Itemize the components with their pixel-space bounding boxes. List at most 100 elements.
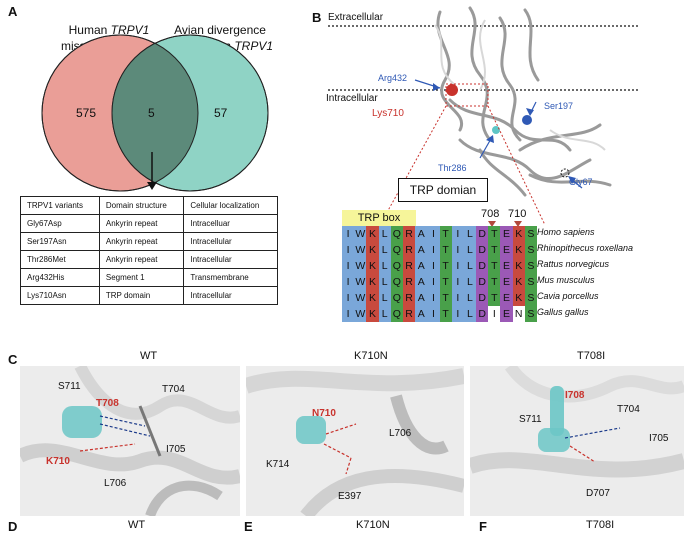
alignment-residue: S bbox=[524, 290, 537, 306]
venn-overlap bbox=[112, 35, 198, 191]
alignment-residue: D bbox=[476, 242, 489, 258]
alignment-residue: T bbox=[439, 306, 452, 322]
alignment-residue: R bbox=[402, 242, 416, 258]
alignment-residue: I bbox=[451, 258, 464, 274]
alignment-residue: I bbox=[427, 274, 440, 290]
table-header: Cellular localization bbox=[183, 196, 278, 215]
species-label: Gallus gallus bbox=[537, 307, 589, 317]
alignment-residue: L bbox=[463, 258, 477, 274]
alignment-residue: I bbox=[427, 306, 440, 322]
alignment-residue: L bbox=[378, 290, 391, 306]
panel-b-letter: B bbox=[312, 10, 322, 25]
panel-f-title: T708I bbox=[586, 519, 615, 531]
panel-d-title: WT bbox=[128, 519, 146, 531]
species-label: Rattus norvegicus bbox=[537, 259, 610, 269]
alignment-residue: L bbox=[378, 242, 391, 258]
table-cell: Intracellular bbox=[183, 250, 278, 269]
zoom-line-left bbox=[379, 105, 447, 226]
alignment-residue: Q bbox=[390, 306, 403, 322]
table-cell: Segment 1 bbox=[98, 268, 184, 287]
trpv1-structure-figure bbox=[328, 6, 640, 226]
wt-label-t708: T708 bbox=[96, 398, 119, 409]
trp-box-label: TRP box bbox=[342, 210, 416, 226]
ser197-label: Ser197 bbox=[544, 101, 574, 111]
lys710-label: Lys710 bbox=[372, 108, 404, 119]
panel-e-title: K710N bbox=[356, 519, 390, 531]
variants-table: TRPV1 variants Domain structure Cellular… bbox=[20, 196, 278, 305]
table-cell: Ser197Asn bbox=[20, 232, 100, 251]
table-cell: Intracellular bbox=[183, 232, 278, 251]
species-label: Mus musculus bbox=[537, 275, 595, 285]
k710n-label-e397: E397 bbox=[338, 491, 362, 502]
alignment-residue: K bbox=[366, 274, 379, 290]
alignment-residue: I bbox=[427, 242, 440, 258]
alignment-residue: I bbox=[451, 274, 464, 290]
ser197-sphere bbox=[522, 115, 532, 125]
alignment-residue: L bbox=[463, 290, 477, 306]
table-cell: Ankyrin repeat bbox=[98, 232, 184, 251]
t708i-label-t704: T704 bbox=[617, 404, 640, 415]
venn-arrow-head bbox=[147, 182, 157, 190]
t708i-structure-title: T708I bbox=[577, 350, 606, 362]
alignment-residue: I bbox=[427, 226, 440, 242]
table-row: Lys710Asn TRP domain Intracellular bbox=[20, 286, 278, 305]
alignment-residue: I bbox=[451, 226, 464, 242]
wt-label-t704: T704 bbox=[162, 384, 185, 395]
alignment-residue: T bbox=[439, 242, 452, 258]
alignment-residue: R bbox=[402, 274, 416, 290]
extracellular-label: Extracellular bbox=[328, 12, 384, 23]
alignment-residue: T bbox=[439, 290, 452, 306]
table-row: Thr286Met Ankyrin repeat Intracellular bbox=[20, 250, 278, 269]
alignment-residue: S bbox=[524, 226, 537, 242]
alignment-residue: T bbox=[439, 226, 452, 242]
venn-right-count: 57 bbox=[214, 106, 228, 120]
position-708-label: 708 bbox=[481, 208, 500, 220]
wt-structure-title: WT bbox=[140, 350, 158, 362]
alignment-residue: Q bbox=[390, 274, 403, 290]
table-cell: Lys710Asn bbox=[20, 286, 100, 305]
alignment-residue: I bbox=[342, 226, 355, 242]
table-header: TRPV1 variants bbox=[27, 201, 84, 210]
table-header: Domain structure bbox=[98, 196, 184, 215]
alignment-residue: W bbox=[354, 258, 367, 274]
table-cell: Gly67Asp bbox=[20, 214, 100, 233]
zoom-line-right bbox=[487, 105, 546, 226]
table-row: Ser197Asn Ankyrin repeat Intracellular bbox=[20, 232, 278, 251]
alignment-residue: I bbox=[342, 306, 355, 322]
thr286-label: Thr286 bbox=[438, 163, 467, 173]
thr286-sphere bbox=[492, 126, 500, 134]
alignment-residue: A bbox=[415, 306, 428, 322]
alignment-residue: T bbox=[488, 258, 501, 274]
alignment-residue: R bbox=[402, 226, 416, 242]
gly67-label: Gly67 bbox=[569, 177, 593, 187]
panel-a-letter: A bbox=[8, 4, 18, 19]
alignment-residue: L bbox=[463, 306, 477, 322]
k710n-label-l706: L706 bbox=[389, 428, 412, 439]
alignment-residue: T bbox=[439, 274, 452, 290]
table-cell: Thr286Met bbox=[20, 250, 100, 269]
panel-c-letter: C bbox=[8, 352, 18, 367]
alignment-residue: W bbox=[354, 226, 367, 242]
alignment-residue: E bbox=[500, 274, 513, 290]
table-cell: Arg432His bbox=[20, 268, 100, 287]
alignment-residue: I bbox=[342, 258, 355, 274]
trp-domain-box: TRP domian bbox=[398, 178, 488, 202]
panel-e-letter: E bbox=[244, 519, 253, 534]
k710n-label-k714: K714 bbox=[266, 459, 290, 470]
alignment-residue: W bbox=[354, 306, 367, 322]
alignment-residue: Q bbox=[390, 242, 403, 258]
table-row: Gly67Asp Ankyrin repeat Intracelluar bbox=[20, 214, 278, 233]
alignment-residue: A bbox=[415, 290, 428, 306]
marker-708-triangle bbox=[488, 221, 496, 227]
table-cell: Intracellular bbox=[183, 286, 278, 305]
table-cell: Ankyrin repeat bbox=[98, 214, 184, 233]
alignment-residue: S bbox=[524, 306, 537, 322]
wt-label-k710: K710 bbox=[46, 456, 70, 467]
alignment-residue: W bbox=[354, 274, 367, 290]
alignment-residue: A bbox=[415, 274, 428, 290]
alignment-residue: I bbox=[342, 242, 355, 258]
